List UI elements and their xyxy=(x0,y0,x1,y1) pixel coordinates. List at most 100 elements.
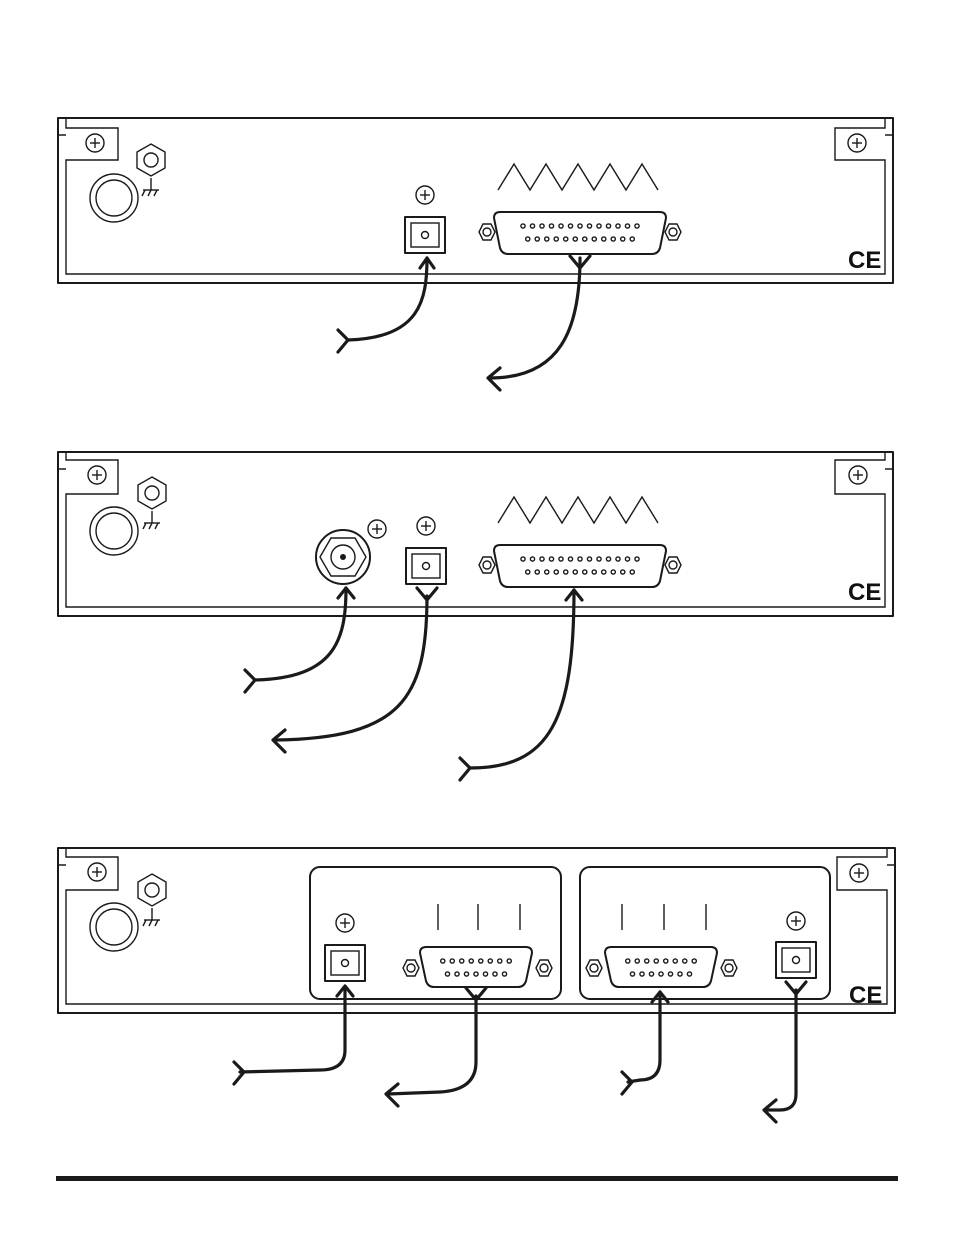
connector-pin xyxy=(460,959,464,963)
connector-pin xyxy=(583,570,587,574)
connector-pin xyxy=(654,959,658,963)
rear-panel-3 xyxy=(58,848,895,1122)
bottom-rule xyxy=(56,1176,898,1181)
connector-pin xyxy=(602,570,606,574)
power-jack-icon xyxy=(90,903,138,951)
connector-pin xyxy=(554,570,558,574)
screw-icon xyxy=(336,914,354,932)
connector-pin xyxy=(526,237,530,241)
connector-pin xyxy=(625,557,629,561)
screw-icon xyxy=(88,863,106,881)
connector-pin xyxy=(635,557,639,561)
connector-pin xyxy=(450,959,454,963)
connector-pin xyxy=(498,959,502,963)
arrow-in-icon xyxy=(460,758,470,780)
connector-pin xyxy=(521,557,525,561)
connector-pin xyxy=(606,224,610,228)
connector-pin xyxy=(587,224,591,228)
optical-port-icon xyxy=(405,217,445,253)
connector-pin xyxy=(678,972,682,976)
connector-pin xyxy=(616,224,620,228)
connector-pin xyxy=(668,972,672,976)
connector-pin xyxy=(573,570,577,574)
connector-pin xyxy=(630,570,634,574)
connector-pin xyxy=(530,557,534,561)
power-jack-icon xyxy=(90,507,138,555)
connector-pin xyxy=(683,959,687,963)
connector-pin xyxy=(659,972,663,976)
cable-in xyxy=(255,588,346,680)
connector-pin xyxy=(597,557,601,561)
connector-pin xyxy=(464,972,468,976)
screw-icon xyxy=(88,466,106,484)
connector-pin xyxy=(469,959,473,963)
connector-pin xyxy=(526,570,530,574)
cable-out xyxy=(490,258,580,378)
connector-pin xyxy=(616,557,620,561)
connector-pin xyxy=(621,237,625,241)
connector-pin xyxy=(583,237,587,241)
ce-mark-icon xyxy=(848,579,881,606)
connector-pin xyxy=(564,237,568,241)
screw-icon xyxy=(417,517,435,535)
connector-pin xyxy=(692,959,696,963)
connector-pin xyxy=(545,237,549,241)
cable-out xyxy=(276,596,427,740)
connector-pin xyxy=(483,972,487,976)
connector-pin xyxy=(649,972,653,976)
connector-pin xyxy=(479,959,483,963)
connector-pin xyxy=(530,224,534,228)
module-left xyxy=(310,867,561,999)
connector-pin xyxy=(592,570,596,574)
signal-zigzag xyxy=(498,164,658,190)
connector-pin xyxy=(549,224,553,228)
connector-pin xyxy=(597,224,601,228)
connector-pin xyxy=(630,972,634,976)
connector-pin xyxy=(455,972,459,976)
screw-icon xyxy=(848,134,866,152)
connector-pin xyxy=(573,237,577,241)
arrow-in-icon xyxy=(245,670,255,692)
connector-pin xyxy=(630,237,634,241)
cable-in xyxy=(240,988,345,1072)
screw-icon xyxy=(849,466,867,484)
rear-panel-2 xyxy=(58,452,893,780)
ce-mark-icon xyxy=(849,982,882,1009)
connector-pin xyxy=(611,237,615,241)
ground-symbol-icon xyxy=(137,144,165,196)
connector-pin xyxy=(587,557,591,561)
connector-pin xyxy=(521,224,525,228)
connector-pin xyxy=(602,237,606,241)
connector-pin xyxy=(507,959,511,963)
bnc-connector xyxy=(316,530,370,584)
connector-pin xyxy=(549,557,553,561)
connector-pin xyxy=(687,972,691,976)
cable-out xyxy=(766,990,796,1110)
module-right xyxy=(580,867,830,999)
connector-pin xyxy=(673,959,677,963)
connector-pin xyxy=(474,972,478,976)
ground-symbol-icon xyxy=(138,874,166,926)
connector-pin xyxy=(568,224,572,228)
screw-icon xyxy=(850,864,868,882)
connector-pin xyxy=(626,959,630,963)
connector-pin xyxy=(559,224,563,228)
connector-pin xyxy=(535,237,539,241)
connector-pin xyxy=(640,972,644,976)
connector-pin xyxy=(488,959,492,963)
connector-pin xyxy=(621,570,625,574)
screw-icon xyxy=(86,134,104,152)
connector-pin xyxy=(635,959,639,963)
optical-port-icon xyxy=(776,942,816,978)
db25-connector xyxy=(479,212,681,254)
connector-pin xyxy=(540,557,544,561)
connector-pin xyxy=(611,570,615,574)
connector-pin xyxy=(554,237,558,241)
connector-pin xyxy=(445,972,449,976)
connector-pin xyxy=(535,570,539,574)
connector-pin xyxy=(441,959,445,963)
connector-pin xyxy=(564,570,568,574)
connector-pin xyxy=(635,224,639,228)
connector-pin xyxy=(578,557,582,561)
